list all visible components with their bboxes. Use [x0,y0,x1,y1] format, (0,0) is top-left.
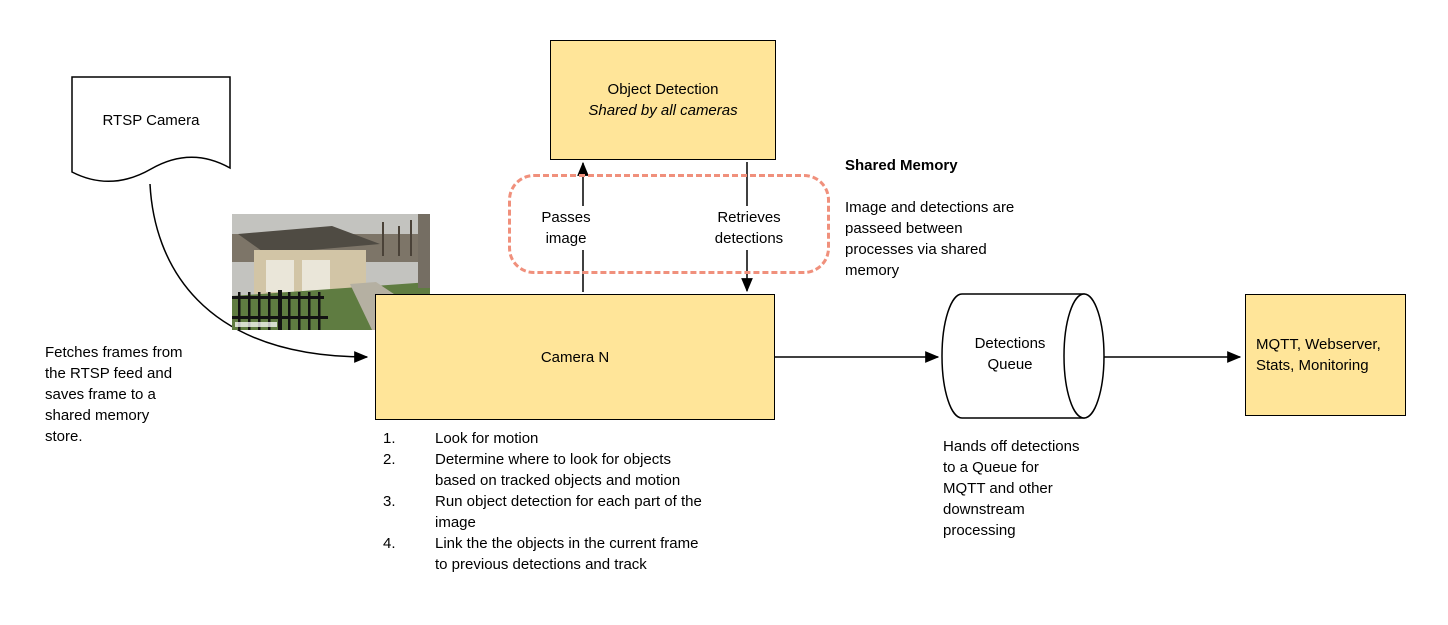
retrieves-detections-label: Retrieves detections [702,206,796,250]
step-text: Link the the objects in the current fram… [435,535,699,573]
step-number: 4. [383,535,396,552]
camera-n-label: Camera N [540,348,610,366]
fetch-frames-note: Fetches frames from the RTSP feed and sa… [45,344,183,445]
step-text: Look for motion [435,430,539,447]
detections-queue-label: Detections Queue [974,335,1046,373]
object-detection-title: Object Detection [607,81,719,98]
shared-memory-note: Shared Memory Image and detections are p… [845,134,1055,302]
shared-memory-note-body: Image and detections are passeed between… [845,199,1015,279]
step-text: Determine where to look for objects base… [435,451,681,489]
object-detection-node: Object Detection Shared by all cameras [550,40,776,160]
outputs-label: MQTT, Webserver, Stats, Monitoring [1256,336,1381,374]
step-number: 3. [383,493,396,510]
rtsp-camera-shape [71,76,231,182]
step-text: Run object detection for each part of th… [435,493,702,531]
passes-image-label: Passes image [528,206,604,250]
shared-memory-note-title: Shared Memory [845,157,958,174]
step-number: 1. [383,430,396,447]
detections-queue-shape [941,293,1105,419]
outputs-node: MQTT, Webserver, Stats, Monitoring [1245,294,1406,416]
shared-memory-region [508,174,830,274]
rtsp-to-camera-arrow [149,183,369,363]
rtsp-camera-label: RTSP Camera [102,112,200,129]
camera-snapshot [232,214,430,330]
camera-steps-list: 1. Look for motion 2. Determine where to… [383,428,751,575]
camera-n-node: Camera N [375,294,775,420]
step-number: 2. [383,451,396,468]
object-detection-subtitle: Shared by all cameras [588,102,738,119]
queue-note: Hands off detections to a Queue for MQTT… [943,438,1080,539]
